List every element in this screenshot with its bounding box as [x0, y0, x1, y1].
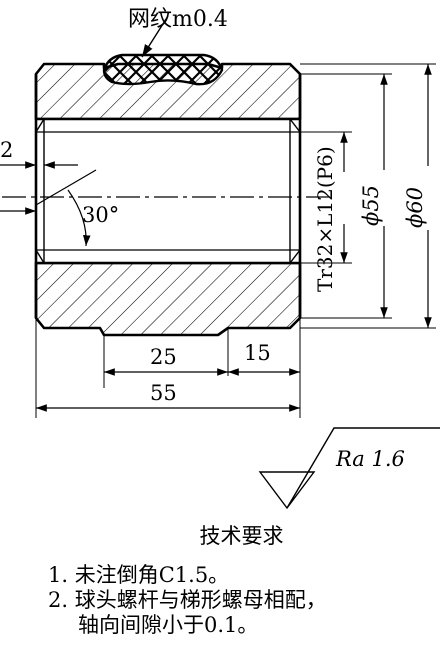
knurl-band: [102, 53, 224, 86]
notes-title: 技术要求: [199, 524, 284, 548]
roughness-symbol: [258, 427, 440, 510]
angle-dim: 30°: [82, 203, 119, 227]
diameter-55: ϕ55: [359, 185, 383, 226]
note-2: 2. 球头螺杆与梯形螺母相配，: [48, 588, 327, 612]
roughness-value: Ra 1.6: [335, 447, 405, 471]
technical-requirements: 技术要求 1. 未注倒角C1.5。 2. 球头螺杆与梯形螺母相配， 轴向间隙小于…: [48, 524, 443, 638]
note-1: 1. 未注倒角C1.5。: [48, 563, 230, 587]
thread-spec: Tr32×L12(P6): [313, 146, 337, 292]
diameter-60: ϕ60: [403, 187, 427, 228]
knurl-label: 网纹m0.4: [128, 7, 228, 32]
angle-arc: [67, 189, 91, 247]
length-15: 15: [244, 341, 271, 365]
lower-wall-section: [34, 261, 302, 337]
length-55: 55: [150, 381, 177, 405]
length-25: 25: [150, 345, 177, 369]
note-2-continued: 轴向间隙小于0.1。: [78, 613, 259, 637]
knurl-leader: [141, 15, 169, 58]
chamfer-dim: 2: [0, 138, 13, 162]
bore: [36, 119, 300, 263]
